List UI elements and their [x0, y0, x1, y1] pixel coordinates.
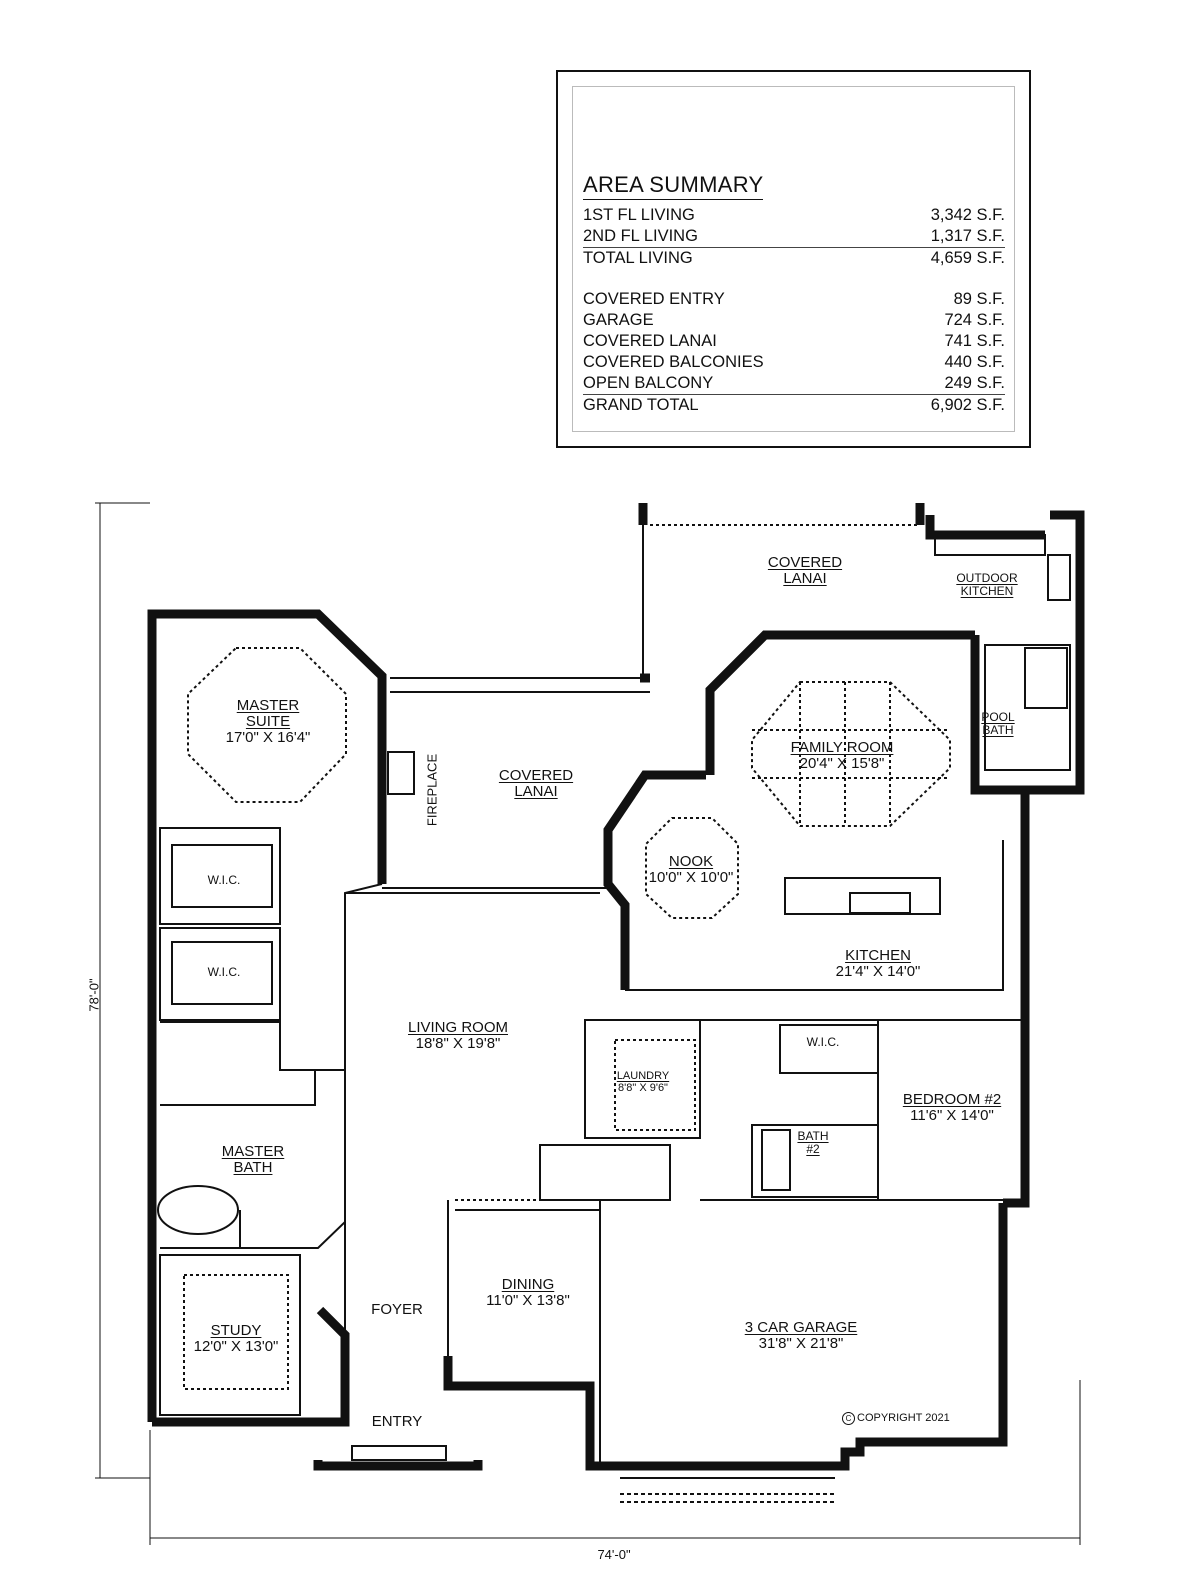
area-summary-row-value: 6,902 S.F.	[930, 396, 1005, 414]
dining-label: DINING 11'0" X 13'8"	[486, 1276, 570, 1309]
wic-1-label: W.I.C.	[207, 873, 241, 887]
area-summary-row-value: 4,659 S.F.	[930, 249, 1005, 267]
wic-3-label: W.I.C.	[806, 1035, 840, 1049]
fireplace-label: FIREPLACE	[424, 753, 440, 827]
covered-lanai-mid-label: COVERED LANAI	[498, 767, 574, 800]
area-summary-row-label: COVERED LANAI	[583, 332, 717, 350]
area-summary-row: 2ND FL LIVING 1,317 S.F.	[583, 226, 1005, 247]
kitchen-label: KITCHEN 21'4" X 14'0"	[835, 947, 921, 980]
width-dimension-label: 74'-0"	[597, 1547, 631, 1562]
master-bath-label: MASTER BATH	[221, 1143, 285, 1176]
area-summary-row-label: OPEN BALCONY	[583, 374, 714, 392]
covered-lanai-top-label: COVERED LANAI	[767, 554, 843, 587]
area-summary-row-label: TOTAL LIVING	[583, 249, 693, 267]
area-summary-box	[556, 70, 1031, 448]
area-summary-row-value: 3,342 S.F.	[930, 206, 1005, 224]
family-room-label: FAMILY ROOM 20'4" X 15'8"	[790, 739, 894, 772]
laundry-label: LAUNDRY 8'8" X 9'6"	[616, 1070, 670, 1094]
entry-label: ENTRY	[371, 1413, 423, 1430]
area-summary-row-value: 1,317 S.F.	[930, 227, 1005, 245]
area-summary-row: OPEN BALCONY 249 S.F.	[583, 373, 1005, 394]
area-summary-row-value: 249 S.F.	[944, 374, 1005, 392]
area-summary-row: 1ST FL LIVING 3,342 S.F.	[583, 205, 1005, 226]
depth-dimension-label: 78'-0"	[86, 978, 102, 1012]
foyer-label: FOYER	[371, 1301, 423, 1318]
area-summary-row-value: 89 S.F.	[953, 290, 1005, 308]
interior-walls	[157, 524, 1071, 1503]
area-summary-row-value: 440 S.F.	[944, 353, 1005, 371]
living-room-label: LIVING ROOM 18'8" X 19'8"	[407, 1019, 509, 1052]
area-summary-row-label: 1ST FL LIVING	[583, 206, 695, 224]
bedroom-2-label: BEDROOM #2 11'6" X 14'0"	[902, 1091, 1002, 1124]
area-summary-row-label: GARAGE	[583, 311, 654, 329]
study-label: STUDY 12'0" X 13'0"	[193, 1322, 279, 1355]
pool-bath-label: POOL BATH	[981, 710, 1015, 737]
copyright-symbol-icon: C	[842, 1412, 855, 1425]
area-summary-row: COVERED ENTRY 89 S.F.	[583, 289, 1005, 310]
area-summary-row-label: 2ND FL LIVING	[583, 227, 698, 245]
area-summary-row: GARAGE 724 S.F.	[583, 310, 1005, 331]
master-suite-label: MASTER SUITE 17'0" X 16'4"	[225, 697, 311, 746]
area-summary-title: AREA SUMMARY	[583, 172, 764, 200]
area-summary-row: GRAND TOTAL 6,902 S.F.	[583, 394, 1005, 416]
area-summary-row: TOTAL LIVING 4,659 S.F.	[583, 247, 1005, 269]
area-summary-row-label: GRAND TOTAL	[583, 396, 699, 414]
outdoor-kitchen-label: OUTDOOR KITCHEN	[956, 571, 1018, 598]
area-summary-row-value: 724 S.F.	[944, 311, 1005, 329]
area-summary-row: COVERED LANAI 741 S.F.	[583, 331, 1005, 352]
area-summary-row-value: 741 S.F.	[944, 332, 1005, 350]
bath-2-label: BATH #2	[797, 1129, 829, 1156]
wic-2-label: W.I.C.	[207, 965, 241, 979]
garage-label: 3 CAR GARAGE 31'8" X 21'8"	[744, 1319, 858, 1352]
area-summary-row-label: COVERED ENTRY	[583, 290, 725, 308]
nook-label: NOOK 10'0" X 10'0"	[648, 853, 734, 886]
area-summary-inner-border	[572, 86, 1015, 432]
exterior-walls	[147, 503, 1085, 1471]
area-summary-row: COVERED BALCONIES 440 S.F.	[583, 352, 1005, 373]
area-summary-row-label: COVERED BALCONIES	[583, 353, 764, 371]
